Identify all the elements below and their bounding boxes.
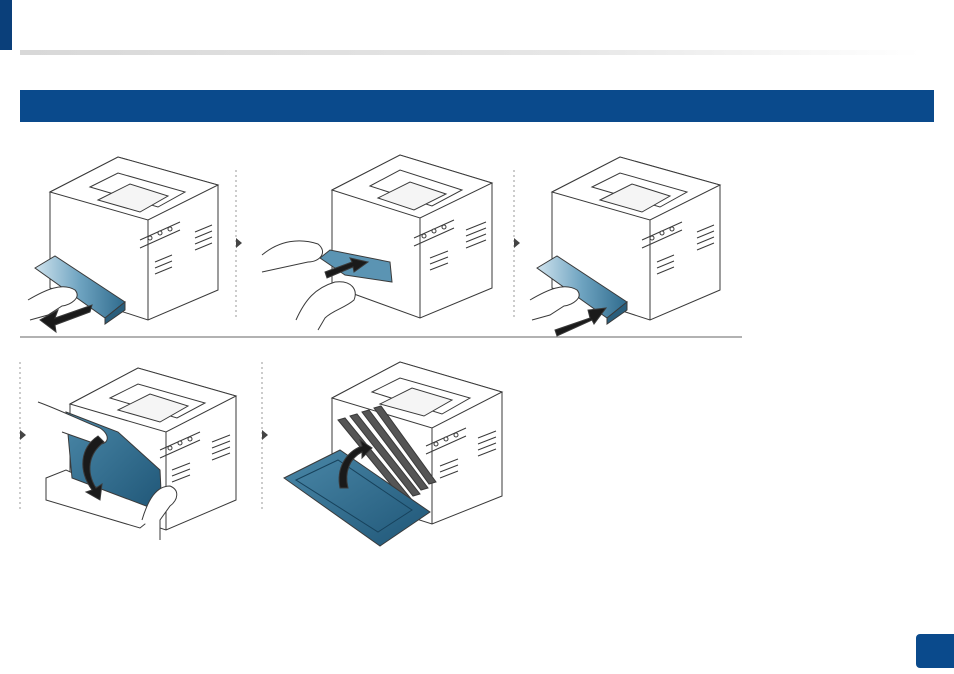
step-3-illustration	[530, 157, 720, 336]
step-arrow-icon	[20, 430, 26, 440]
step-arrow-icon	[236, 238, 242, 248]
step-4-illustration	[38, 368, 236, 540]
step-5-illustration	[284, 362, 502, 546]
tray-in-arrow-icon	[555, 308, 606, 336]
step-arrow-icon	[514, 238, 520, 248]
page-number-badge	[916, 634, 954, 668]
step-arrow-icon	[262, 430, 268, 440]
step-1-illustration	[28, 157, 218, 332]
step-2-illustration	[262, 155, 492, 330]
